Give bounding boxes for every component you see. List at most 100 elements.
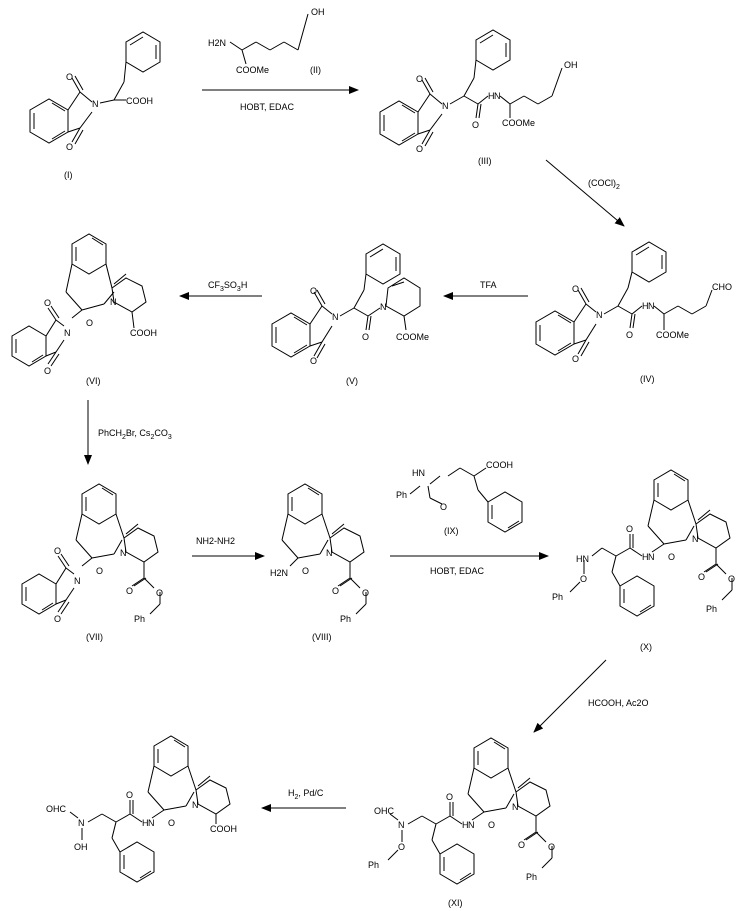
atom-O-label: O [698,572,705,582]
compound-label-III: (III) [478,156,492,166]
atom-COOH-label: COOH [210,824,237,834]
atom-Ph-label: Ph [368,860,379,870]
atom-OHC-label: OHC [46,804,67,814]
atom-N-label: N [648,301,655,311]
compound-label-I: (I) [64,170,73,180]
atom-O-label: O [362,332,369,342]
atom-HN-label: H [462,820,469,830]
atom-N-label: N [494,91,501,101]
reaction-arrow-2 [545,159,625,227]
atom-OHC-label: OHC [374,806,395,816]
atom-O-label: O [668,552,675,562]
atom-HN-label: H [488,91,495,101]
compound-III-structure [379,29,563,147]
compound-X-structure [569,469,733,617]
atom-O-label: O [66,142,73,152]
atom-N-label: N [398,820,405,830]
atom-O-label: O [446,792,453,802]
atom-O-label: O [572,354,579,364]
atom-HN-label: HN [576,554,589,564]
atom-N-label: N [442,101,449,111]
compound-VIII-structure [281,483,367,615]
compound-label-V: (V) [346,376,358,386]
atom-O-label: O [362,588,369,598]
atom-Ph-label: Ph [340,614,351,624]
atom-O-label: O [626,330,633,340]
atom-N-label: N [468,820,475,830]
reagent-label-2: (COCl)2 [588,178,620,191]
atom-COOH-label: COOH [130,328,157,338]
atom-Ph-label: Ph [706,604,717,614]
atom-O-label: O [488,820,495,830]
compound-label-X: (X) [640,642,652,652]
atom-N-label: N [92,99,99,109]
atom-O-label: O [472,120,479,130]
atom-COOMe-label: COOMe [236,65,269,75]
compound-XI-structure [387,737,553,885]
atom-O-label: O [168,818,175,828]
reagent-label-1: HOBT, EDAC [240,102,295,112]
atom-O-label: O [416,74,423,84]
compound-VI-structure [11,233,147,367]
atom-N-label: N [692,534,699,544]
reaction-arrow-8 [533,659,607,733]
atom-N-label: N [596,310,603,320]
atom-H2N-label: H2N [208,38,226,48]
atom-O-label: O [548,842,555,852]
compound-label-XI: (XI) [448,898,463,908]
atom-O-label: O [310,286,317,296]
atom-N-label: N [110,297,117,307]
atom-O-label: O [302,566,309,576]
atom-HN-label: HN [412,468,425,478]
reagent-label-3: TFA [480,280,497,290]
atom-O-label: O [156,588,163,598]
compound-label-II: (II) [310,65,321,75]
atom-N-label: N [74,576,81,586]
reagent-label-5: PhCH2Br, Cs2CO3 [98,428,172,441]
atom-O-label: O [398,842,405,852]
reagent-label-4: CF3SO3H [208,280,247,293]
atom-COOMe-label: COOMe [656,330,689,340]
atom-N-label: N [78,818,85,828]
atom-O-label: O [310,356,317,366]
atom-OH-label: OH [311,7,325,17]
atom-N-label: N [148,818,155,828]
compound-label-VII: (VII) [86,632,103,642]
atom-HN-label: H [642,552,649,562]
atom-N-label: N [192,800,199,810]
atom-O-label: O [44,298,51,308]
compound-label-IX: (IX) [444,526,459,536]
atom-N-label: N [380,302,387,312]
atom-N-label: N [64,328,71,338]
compound-label-IV: (IV) [640,374,655,384]
atom-COOH-label: COOH [126,96,153,106]
reagent-label-8: HCOOH, Ac2O [588,698,649,708]
compound-V-structure [271,243,421,359]
atom-HN-label: H [142,818,149,828]
atom-N-label: N [332,312,339,322]
atom-CHO-label: CHO [712,282,732,292]
atom-OH-label: OH [564,60,578,70]
atom-H2N-label: H2N [270,568,288,578]
atom-O-label: O [580,574,587,584]
atom-O-label: O [440,502,447,512]
compound-I-structure [29,31,161,145]
atom-O-label: O [332,586,339,596]
atom-Ph-label: Ph [134,614,145,624]
atom-O-label: O [54,546,61,556]
reagent-label-9: H2, Pd/C [288,788,324,801]
reagent-label-6: NH2-NH2 [196,536,235,546]
atom-N-label: N [326,548,333,558]
atom-HN-label: H [642,301,649,311]
reagent-label-7: HOBT, EDAC [430,566,485,576]
atom-O-label: O [86,318,93,328]
atom-O-label: O [66,72,73,82]
atom-O-label: O [518,840,525,850]
atom-O-label: O [54,614,61,624]
compound-VII-structure [21,483,161,615]
atom-COOMe-label: COOMe [396,332,429,342]
atom-OH-label: OH [74,842,88,852]
atom-Ph-label: Ph [396,490,407,500]
atom-O-label: O [728,574,735,584]
